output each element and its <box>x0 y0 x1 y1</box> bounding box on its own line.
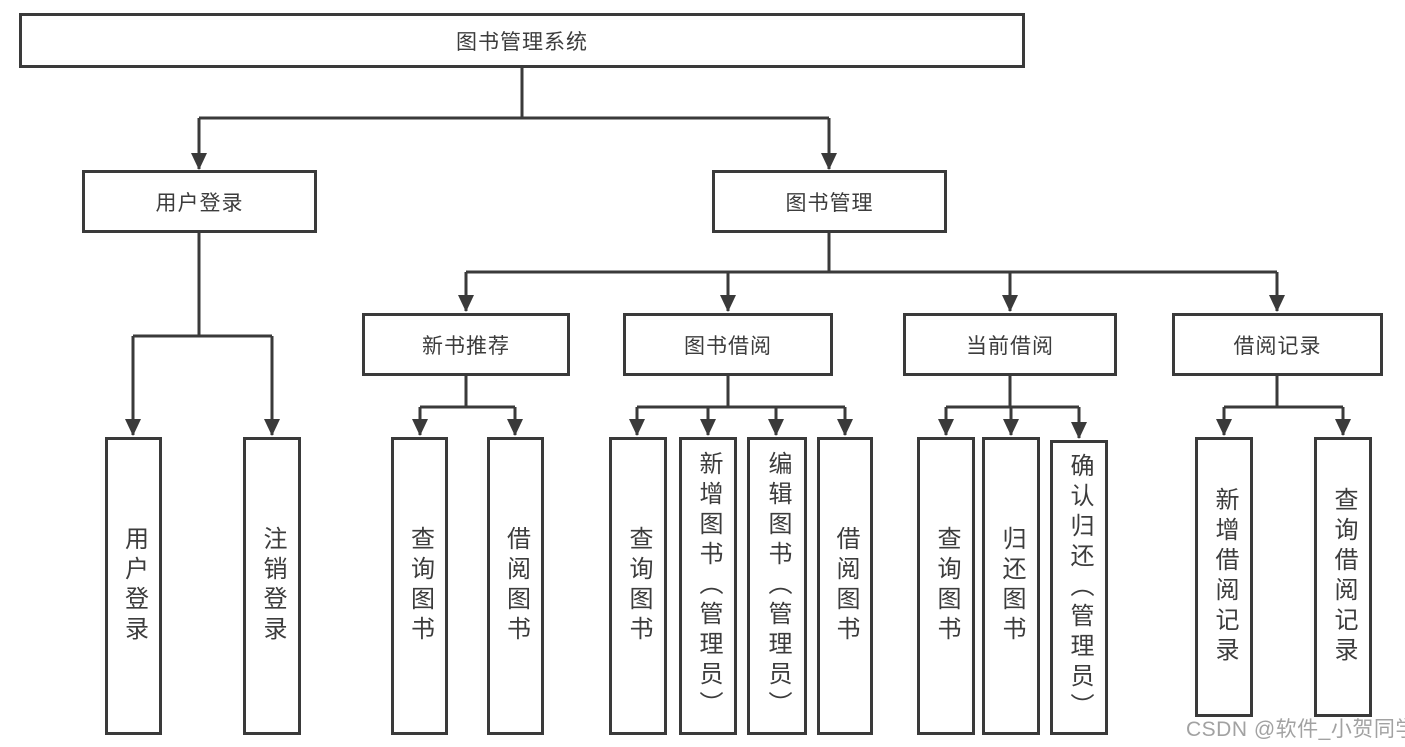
leaf-add-books-admin: 新增图书（管理员） <box>679 437 737 735</box>
node-label: 当前借阅 <box>966 334 1054 358</box>
leaf-borrow-books-borrowing: 借阅图书 <box>817 437 873 735</box>
node-label: 用户登录 <box>120 526 148 646</box>
node-label: 查询图书 <box>625 526 652 646</box>
node-label: 注销登录 <box>259 526 286 646</box>
leaf-confirm-return-admin: 确认归还（管理员） <box>1050 440 1108 735</box>
node-label: 借阅图书 <box>832 526 859 646</box>
leaf-add-borrow-record: 新增借阅记录 <box>1195 437 1253 717</box>
node-label: 借阅图书 <box>502 526 530 646</box>
node-label: 查询图书 <box>933 526 960 646</box>
node-user-login: 用户登录 <box>82 170 317 233</box>
node-label: 归还图书 <box>998 526 1025 646</box>
node-label: 查询借阅记录 <box>1330 487 1357 667</box>
leaf-query-books-current: 查询图书 <box>917 437 975 735</box>
leaf-return-books: 归还图书 <box>982 437 1040 735</box>
leaf-logout: 注销登录 <box>243 437 301 735</box>
node-book-management: 图书管理 <box>712 170 947 233</box>
node-label: 新书推荐 <box>422 334 510 358</box>
watermark: CSDN @软件_小贺同学 <box>1186 718 1405 741</box>
node-borrow-records: 借阅记录 <box>1172 313 1383 376</box>
root-node-book-management-system: 图书管理系统 <box>19 13 1025 68</box>
node-label: 借阅记录 <box>1233 334 1322 358</box>
node-label: 新增借阅记录 <box>1211 487 1238 667</box>
node-label: 用户登录 <box>155 191 244 215</box>
node-label: 图书管理 <box>785 191 874 215</box>
leaf-query-borrow-record: 查询借阅记录 <box>1314 437 1372 717</box>
leaf-user-login: 用户登录 <box>105 437 162 735</box>
node-current-borrowing: 当前借阅 <box>903 313 1117 376</box>
node-label: 新增图书（管理员） <box>695 451 722 721</box>
node-label: 确认归还（管理员） <box>1066 452 1093 723</box>
node-label: 查询图书 <box>406 526 434 646</box>
node-label: 编辑图书（管理员） <box>764 451 791 721</box>
leaf-query-books-borrowing: 查询图书 <box>609 437 667 735</box>
leaf-query-books-recommend: 查询图书 <box>391 437 448 735</box>
leaf-edit-books-admin: 编辑图书（管理员） <box>747 437 807 735</box>
node-new-book-recommend: 新书推荐 <box>362 313 570 376</box>
node-book-borrowing: 图书借阅 <box>623 313 833 376</box>
leaf-borrow-books-recommend: 借阅图书 <box>487 437 544 735</box>
node-label: 图书管理系统 <box>456 30 588 54</box>
node-label: 图书借阅 <box>684 334 772 358</box>
